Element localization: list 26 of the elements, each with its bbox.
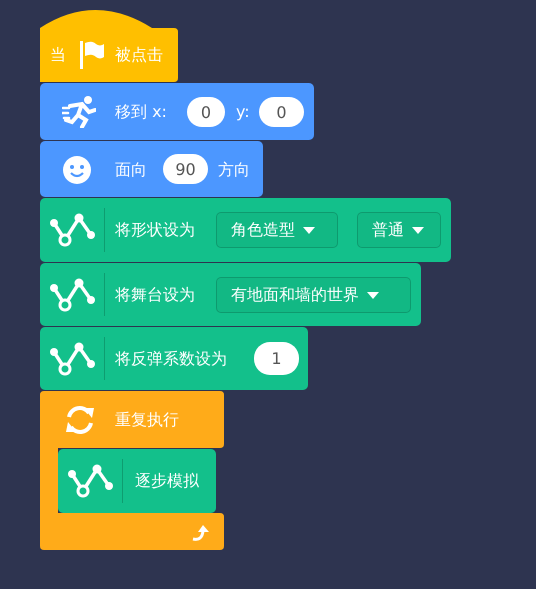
- command-block: [40, 198, 451, 262]
- command-block: [40, 83, 314, 140]
- command-block: [58, 449, 216, 513]
- dropdown-menu: 普通: [357, 212, 441, 248]
- block-label: 重复执行: [115, 410, 179, 430]
- hat-block: [40, 10, 178, 82]
- block-label: 逐步模拟: [135, 471, 199, 491]
- command-block: [40, 263, 421, 326]
- number-input: 90: [163, 154, 208, 184]
- number-input: 1: [254, 342, 299, 375]
- number-input: 0: [259, 97, 304, 127]
- block-label: 移到 x:: [115, 102, 167, 122]
- command-block: [40, 141, 263, 197]
- dropdown-menu: 有地面和墙的世界: [216, 277, 411, 313]
- block-label: 将形状设为: [115, 220, 195, 240]
- dropdown-menu: 角色造型: [216, 212, 338, 248]
- block-label: y:: [236, 102, 250, 122]
- loop-block: [40, 391, 224, 550]
- block-label: 被点击: [115, 45, 163, 65]
- command-block: [40, 327, 308, 390]
- block-label: 将反弹系数设为: [115, 349, 227, 369]
- block-label: 面向: [115, 160, 147, 180]
- block-label: 当: [50, 45, 66, 65]
- block-label: 将舞台设为: [115, 285, 195, 305]
- block-label: 方向: [218, 160, 250, 180]
- number-input: 0: [187, 97, 225, 127]
